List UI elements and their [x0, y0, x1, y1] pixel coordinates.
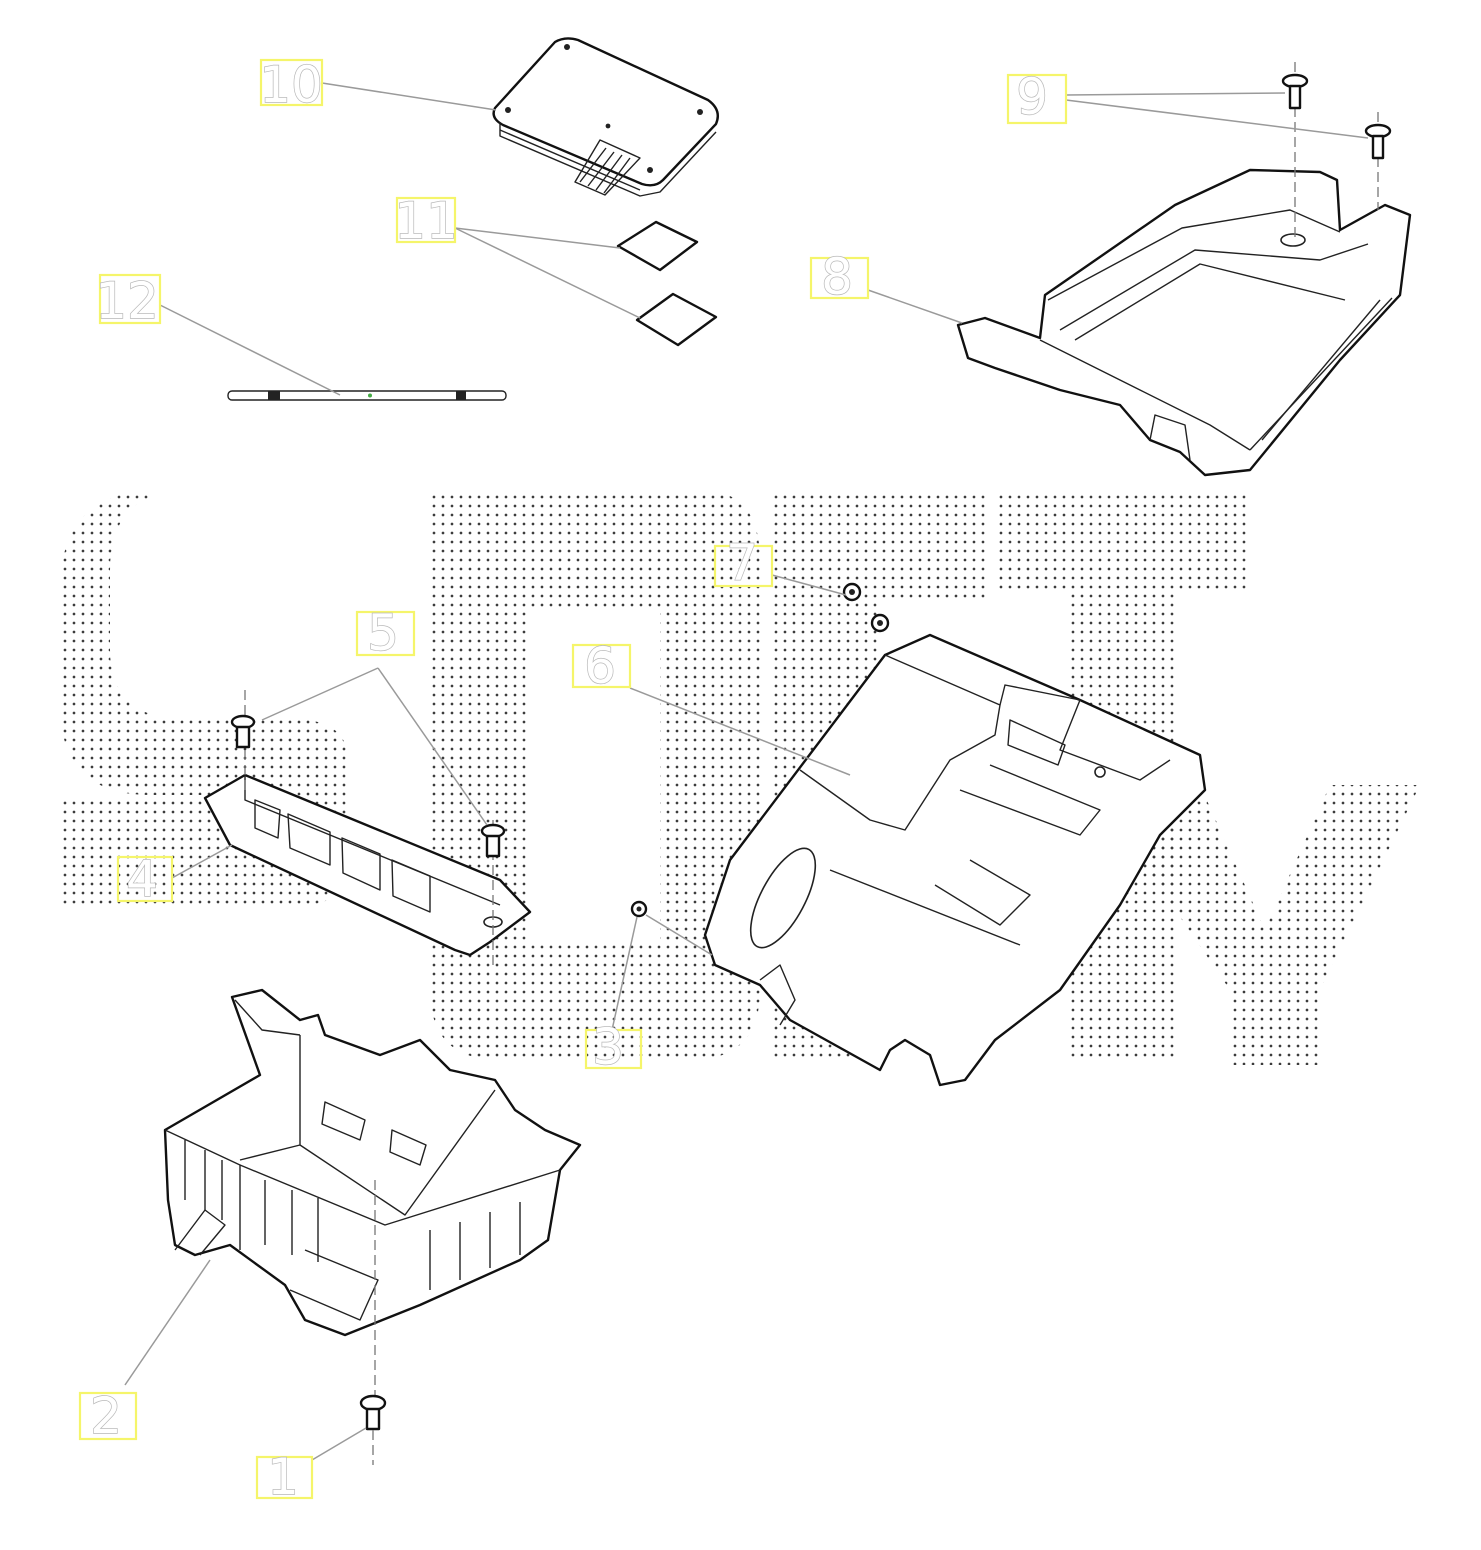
screw-9a [1281, 73, 1309, 110]
part-5-screws [230, 714, 506, 858]
leader-12 [159, 304, 341, 396]
leader-10 [321, 82, 497, 111]
leader-8 [867, 289, 963, 324]
leader-5b [377, 667, 488, 826]
leader-1 [311, 1427, 367, 1461]
leader-3b [645, 914, 713, 956]
leader-7 [771, 574, 847, 596]
callout-label-1: 1 [267, 1448, 299, 1506]
part-1-screw [359, 1394, 387, 1465]
leader-11b [454, 227, 641, 319]
callout-2: 2 [78, 1386, 138, 1446]
screw-7b [870, 613, 890, 633]
callout-3: 3 [584, 1017, 643, 1077]
part-8-upper-tray [956, 168, 1412, 477]
part-3-screw [630, 900, 648, 918]
callout-label-12: 12 [95, 272, 159, 330]
part-2-battery-tray [163, 988, 582, 1395]
leader-4 [171, 844, 233, 879]
screw-5a [230, 714, 256, 749]
callout-7: 7 [713, 533, 774, 593]
part-12-cable-strap [227, 390, 507, 401]
callout-label-10: 10 [259, 56, 323, 114]
callout-9: 9 [1006, 67, 1068, 127]
leader-2 [124, 1259, 211, 1386]
callout-12: 12 [94, 271, 162, 331]
callout-label-2: 2 [90, 1387, 122, 1445]
callout-1: 1 [255, 1447, 314, 1507]
part-7-screws [842, 582, 890, 633]
callout-label-4: 4 [126, 850, 158, 908]
screw-7a [842, 582, 862, 602]
leader-9b [1065, 99, 1369, 139]
callout-6: 6 [571, 636, 632, 696]
callout-11: 11 [393, 191, 458, 250]
leader-6 [629, 687, 851, 776]
leader-11a [454, 227, 621, 249]
watermark-glyph-o [430, 490, 760, 1060]
callout-5: 5 [355, 603, 416, 663]
module-connector-pins [574, 139, 641, 196]
leader-5a [261, 667, 379, 721]
callout-10: 10 [258, 55, 323, 114]
callout-label-7: 7 [726, 534, 758, 592]
watermark-glyph-y [1090, 785, 1420, 1065]
callout-label-6: 6 [584, 637, 616, 695]
callout-label-11: 11 [394, 192, 458, 250]
leader-3 [611, 916, 638, 1031]
leader-lines [124, 82, 1369, 1461]
screw-5b [480, 823, 506, 858]
part-11-adhesive-pads [616, 220, 718, 347]
callout-4: 4 [116, 849, 174, 909]
leader-9a [1065, 92, 1286, 96]
part-9-screws [1281, 62, 1392, 238]
screw-9b [1364, 123, 1392, 160]
callout-label-9: 9 [1016, 68, 1048, 126]
callout-8: 8 [809, 247, 870, 307]
part-4-bracket [203, 690, 532, 965]
part-10-control-module [492, 37, 719, 197]
callout-label-5: 5 [367, 604, 399, 662]
callout-label-3: 3 [592, 1018, 624, 1076]
part-6-main-cover [703, 633, 1207, 1087]
callout-label-8: 8 [821, 248, 853, 306]
